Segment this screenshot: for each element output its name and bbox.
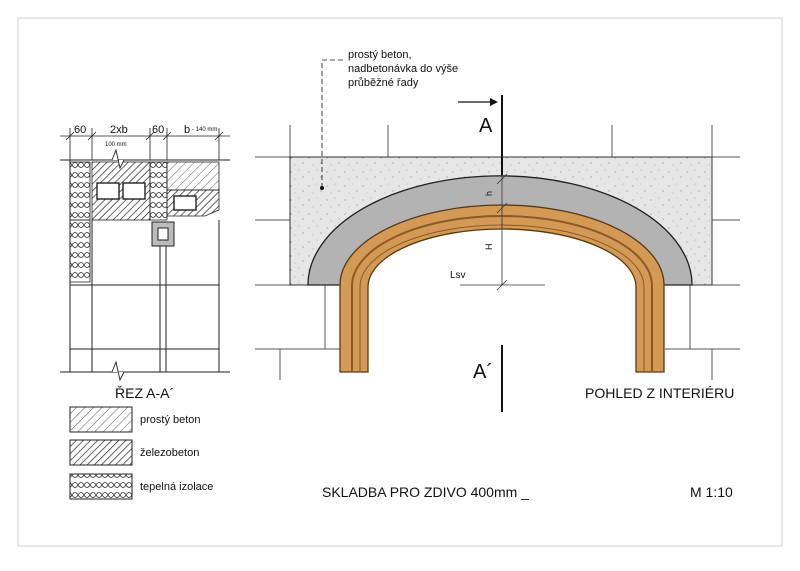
- dimension-chain: [60, 128, 230, 160]
- dim-H-label: H: [484, 244, 494, 251]
- section-view: 60 2xb 100 mm 60 b - 140 mm: [60, 124, 230, 401]
- drawing-title: SKLADBA PRO ZDIVO 400mm _: [322, 484, 529, 500]
- leader-dot: [320, 186, 324, 190]
- dim-100mm: 100 mm: [105, 142, 127, 148]
- annotation-line-2: nadbetonávka do výše: [348, 63, 458, 75]
- legend-label-reinforced-concrete: železobeton: [140, 447, 199, 459]
- dim-60-right: 60: [152, 124, 164, 136]
- dim-b: b: [184, 124, 190, 136]
- window-frame-core: [157, 227, 169, 241]
- dim-140mm: - 140 mm: [192, 127, 217, 133]
- drawing-scale: M 1:10: [690, 484, 733, 500]
- view-label: POHLED Z INTERIÉRU: [585, 385, 734, 401]
- dim-h-label: h: [484, 191, 494, 196]
- legend-swatch-plain-concrete: [69, 406, 133, 433]
- dim-60-left: 60: [74, 124, 86, 136]
- rise-dimension: [460, 173, 545, 291]
- plain-concrete-top: [166, 161, 220, 191]
- insulation-lower: [69, 219, 91, 283]
- legend-swatch-insulation: [69, 473, 133, 500]
- lintel-hollow-2: [122, 182, 146, 200]
- section-mark-top: A: [479, 115, 493, 137]
- wood-frame-outer: [339, 204, 665, 373]
- sheet-border: [17, 17, 783, 547]
- section-arrow: [458, 98, 498, 106]
- legend-label-plain-concrete: prostý beton: [140, 414, 201, 426]
- concrete-speckle: [290, 157, 712, 285]
- dim-lsv-label: Lsv: [450, 270, 466, 281]
- elevation-view: A A´ h H Lsv prostý beton, nadbetonávka …: [255, 49, 740, 412]
- lintel-inner-hollow: [173, 195, 197, 211]
- insulation-inner: [149, 161, 168, 221]
- section-mark-bottom: A´: [473, 361, 493, 383]
- legend-swatch-reinforced-concrete: [69, 439, 133, 466]
- glazing: [159, 246, 167, 372]
- break-line-top: [111, 148, 125, 170]
- legend: prostý beton železobeton tepelná izolace: [69, 406, 213, 500]
- lintel-hollow-1: [96, 182, 120, 200]
- dim-2xb: 2xb: [110, 124, 128, 136]
- annotation-line-1: prostý beton,: [348, 49, 412, 61]
- annotation-leader: [321, 59, 345, 188]
- section-label: ŘEZ A-A´: [115, 385, 174, 401]
- insulation-outer: [69, 161, 91, 221]
- legend-label-insulation: tepelná izolace: [140, 481, 213, 493]
- break-line-bottom: [111, 360, 125, 382]
- annotation-line-3: průběžné řady: [348, 77, 419, 89]
